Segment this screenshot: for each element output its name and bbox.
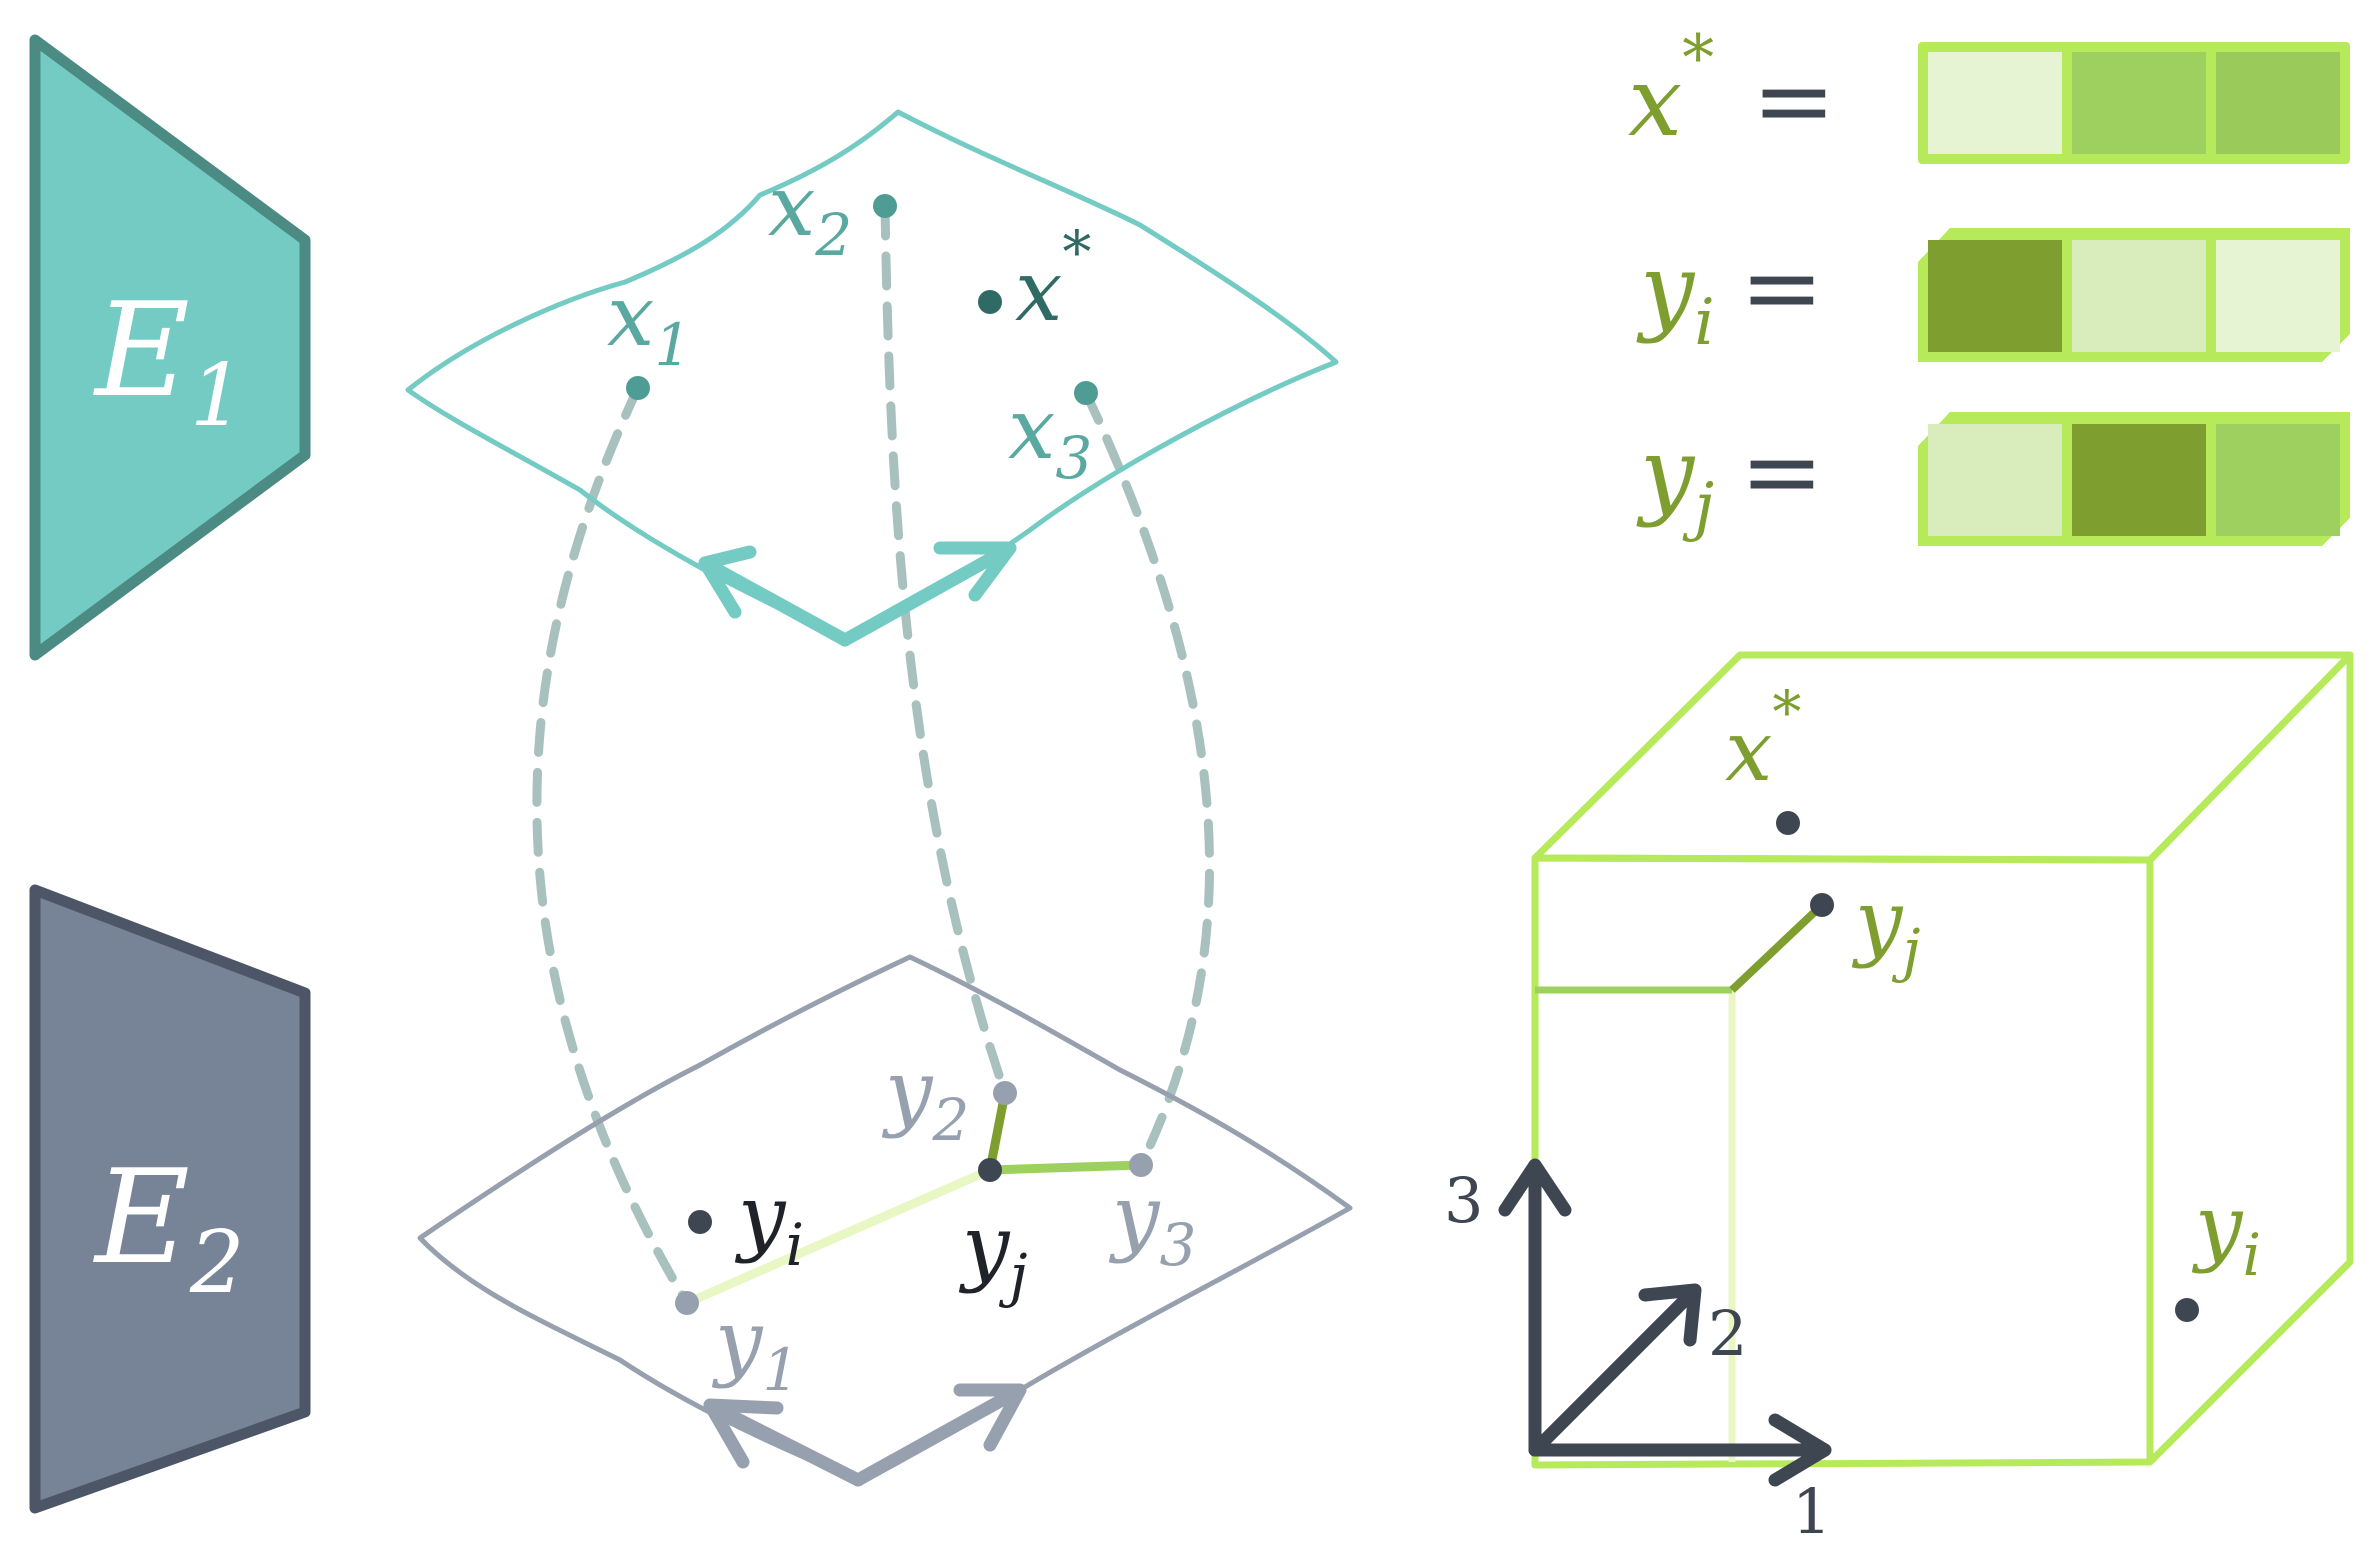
top-right-arrow — [838, 541, 1017, 647]
vector-equals-xstar: = — [1752, 42, 1836, 159]
label-y2: y2 — [881, 1042, 969, 1154]
top-manifold: x1 x2 x3 x* — [405, 109, 1339, 647]
encoder-e1-label: E1 — [93, 274, 245, 446]
label-y1: y1 — [711, 1292, 799, 1404]
cube-point-yj — [1810, 893, 1834, 917]
vector-bar-yj — [1918, 412, 2350, 546]
label-xstar: x* — [1015, 218, 1091, 340]
cube-top-face — [1531, 651, 2354, 864]
point-x3 — [1074, 381, 1098, 405]
vector-bar-xstar — [1918, 42, 2350, 164]
label-x1: x1 — [607, 267, 691, 379]
label-x3: x3 — [1008, 380, 1092, 492]
cube-link-yj — [1729, 902, 1825, 993]
vector-cell — [2072, 424, 2206, 536]
vector-legend: x* = yi = yj — [1628, 22, 2350, 546]
bottom-left-arrow — [703, 1398, 865, 1487]
link-y3-yj — [985, 1160, 1146, 1175]
vector-label-yi: yi — [1636, 233, 1715, 360]
axis-label-3: 3 — [1444, 1164, 1483, 1237]
label-y3: y3 — [1108, 1167, 1196, 1279]
cube-label-xstar: x* — [1725, 678, 1801, 800]
axis-2-arrow — [1528, 1283, 1702, 1457]
encoder-e2: E2 — [29, 884, 311, 1514]
vector-row-yi: yi = — [1636, 228, 2350, 362]
cube-label-yj: yj — [1851, 872, 1920, 984]
vector-cell — [2072, 52, 2206, 154]
vector-row-xstar: x* = — [1628, 22, 2350, 164]
cube-axes — [1498, 1158, 1832, 1487]
encoder-e1-shape — [29, 34, 311, 661]
top-manifold-outline — [405, 109, 1339, 643]
bottom-manifold: y1 y2 y3 yi yj — [417, 954, 1353, 1487]
vector-cell — [2216, 52, 2340, 154]
cube-label-yi: yi — [2191, 1177, 2261, 1289]
encoder-e2-label: E2 — [93, 1141, 245, 1313]
cube-axis-labels: 1 2 3 — [1444, 1164, 1831, 1548]
cube-points: x* yj yi — [1725, 678, 2261, 1322]
bottom-right-arrow — [851, 1383, 1027, 1487]
axis-1-arrow — [1528, 1413, 1832, 1487]
point-x2 — [873, 194, 897, 218]
vector-cell — [2216, 424, 2340, 536]
correspondence-lines — [532, 201, 1215, 1308]
point-xstar — [978, 290, 1002, 314]
vector-cell — [2072, 240, 2206, 352]
embedding-cube — [1531, 651, 2354, 1469]
axis-3-arrow — [1498, 1158, 1572, 1457]
label-x2: x2 — [768, 157, 852, 269]
encoder-e1: E1 — [29, 34, 311, 661]
vector-bar-yi — [1918, 228, 2350, 362]
vector-cell — [2216, 240, 2340, 352]
encoder-e2-shape — [29, 884, 311, 1514]
dashed-link-x3-y3 — [1081, 388, 1215, 1170]
cube-point-xstar — [1776, 811, 1800, 835]
vector-label-yj: yj — [1636, 417, 1714, 544]
top-left-arrow — [698, 545, 852, 647]
link-y2-yj — [985, 1088, 1010, 1175]
vector-equals-yi: = — [1740, 229, 1824, 346]
point-y2 — [993, 1081, 1017, 1105]
point-yi — [688, 1210, 712, 1234]
vector-cell — [1928, 240, 2062, 352]
point-x1 — [626, 376, 650, 400]
axis-label-2: 2 — [1708, 1297, 1747, 1370]
link-y1-yj — [682, 1165, 995, 1308]
dashed-link-x1-y1 — [532, 383, 692, 1308]
point-y3 — [1129, 1153, 1153, 1177]
point-yj — [978, 1158, 1002, 1182]
vector-cell — [1928, 424, 2062, 536]
point-y1 — [675, 1291, 699, 1315]
vector-row-yj: yj = — [1636, 412, 2350, 546]
top-manifold-arrows — [698, 541, 1017, 647]
label-yj: yj — [958, 1197, 1027, 1309]
cube-right-face — [2147, 651, 2354, 1465]
vector-label-xstar: x* — [1628, 22, 1714, 158]
bottom-manifold-arrows — [703, 1383, 1027, 1487]
dashed-link-x2-y2 — [880, 201, 1010, 1098]
label-yi: yi — [734, 1167, 804, 1279]
cube-point-yi — [2175, 1298, 2199, 1322]
vector-cell — [1928, 52, 2062, 154]
cube-front-face — [1531, 854, 2154, 1469]
vector-equals-yj: = — [1740, 413, 1824, 530]
bottom-manifold-outline — [417, 954, 1353, 1483]
axis-label-1: 1 — [1792, 1475, 1831, 1548]
